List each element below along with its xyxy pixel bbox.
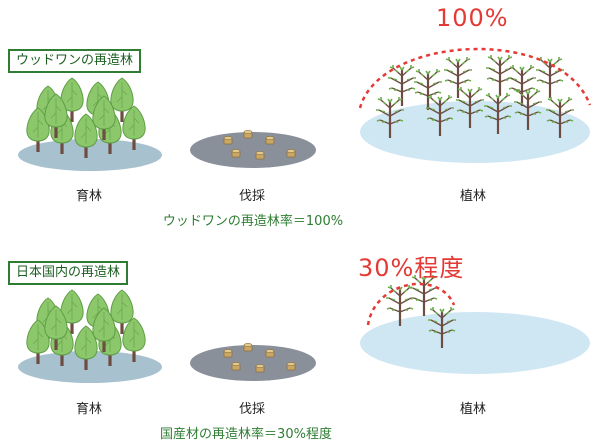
row2-cut-ground [190, 345, 316, 381]
row1-section-label: ウッドワンの再造林 [8, 49, 142, 73]
row1-percent-label: 100% [436, 4, 509, 32]
row2-stage-planting: 植林 [459, 402, 487, 417]
row1-stage-growing: 育林 [75, 189, 103, 204]
row1-forest-ground [18, 139, 162, 171]
row1-stage-planting: 植林 [459, 189, 487, 204]
row1-stage-harvest: 伐採 [238, 189, 266, 204]
row1-cut-ground [190, 132, 316, 168]
row1-planted-ground [360, 101, 590, 163]
row2-rate-text: 国産材の再造林率＝30%程度 [160, 427, 332, 442]
row2-stage-harvest: 伐採 [238, 402, 266, 417]
row1-rate-text: ウッドワンの再造林率＝100% [162, 214, 344, 229]
row2-percent-label: 30%程度 [358, 254, 465, 282]
row2-section-label: 日本国内の再造林 [8, 261, 129, 285]
row2-stage-growing: 育林 [75, 402, 103, 417]
row2-forest-ground [18, 351, 162, 383]
row2-planted-ground [360, 312, 590, 374]
